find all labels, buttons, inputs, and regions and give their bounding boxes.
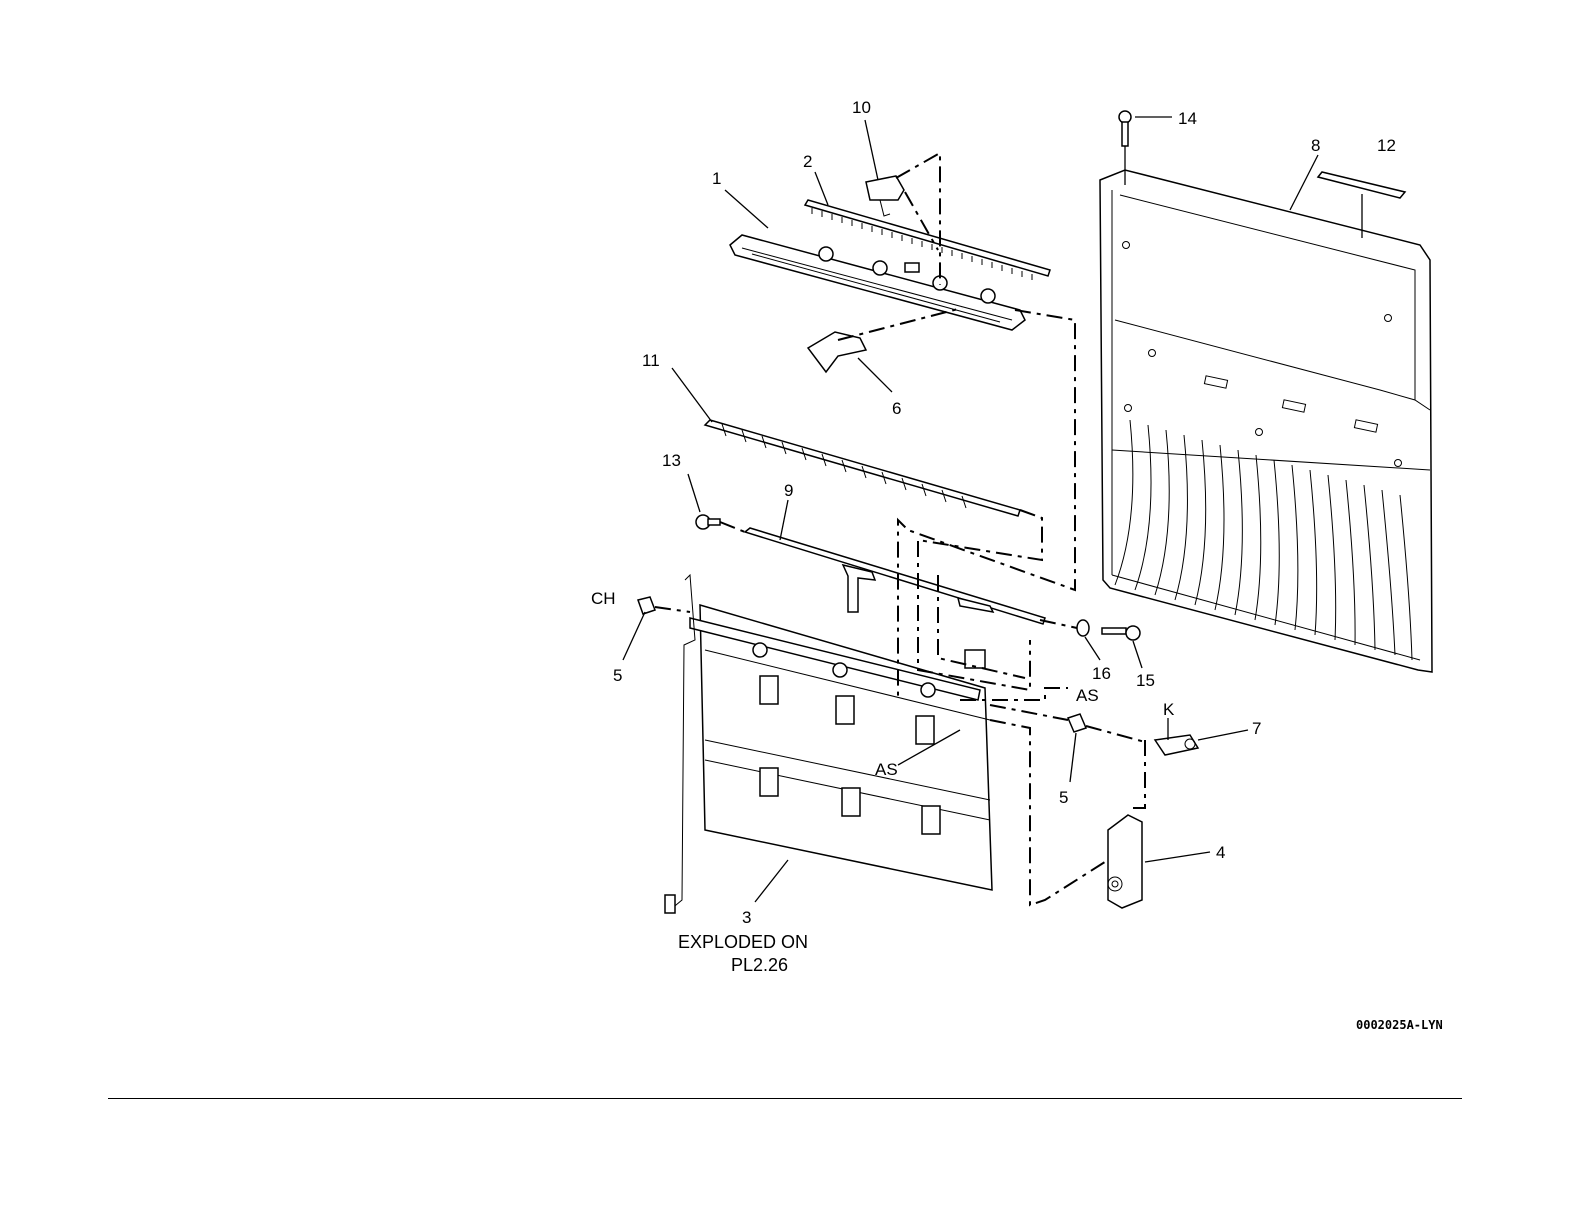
bushing-part-5-right bbox=[990, 705, 1145, 742]
callout-1: 1 bbox=[712, 169, 721, 188]
callout-11: 11 bbox=[642, 351, 660, 370]
callout-14: 14 bbox=[1178, 109, 1197, 128]
exit-roller-shaft-part-11 bbox=[705, 420, 1020, 516]
bracket-part-9 bbox=[745, 528, 1045, 624]
screw-part-13 bbox=[696, 515, 745, 532]
callout-9: 9 bbox=[784, 481, 793, 500]
bushing-part-5-left bbox=[638, 597, 690, 614]
lower-chute-assembly-part-3 bbox=[665, 575, 992, 913]
callout-7: 7 bbox=[1252, 719, 1261, 738]
callout-13: 13 bbox=[662, 451, 681, 470]
callout-5-left: 5 bbox=[613, 666, 622, 685]
marker-k: K bbox=[1163, 700, 1175, 719]
note-line-1: EXPLODED ON bbox=[678, 932, 808, 952]
screw-part-15 bbox=[1102, 626, 1140, 640]
callout-12: 12 bbox=[1377, 136, 1396, 155]
callout-3: 3 bbox=[742, 908, 751, 927]
callout-15: 15 bbox=[1136, 671, 1155, 690]
exploded-note: EXPLODED ON PL2.26 bbox=[678, 932, 808, 975]
note-line-2: PL2.26 bbox=[731, 955, 788, 975]
marker-ch: CH bbox=[591, 589, 616, 608]
rear-cover-panel bbox=[1100, 170, 1432, 672]
callout-8: 8 bbox=[1311, 136, 1320, 155]
callout-5-right: 5 bbox=[1059, 788, 1068, 807]
callout-4: 4 bbox=[1216, 843, 1225, 862]
spring-part-16 bbox=[1040, 620, 1089, 636]
callout-6: 6 bbox=[892, 399, 901, 418]
switch-part-4 bbox=[1108, 815, 1142, 908]
marker-as-upper: AS bbox=[1076, 686, 1099, 705]
marker-as-lower: AS bbox=[875, 760, 898, 779]
callout-2: 2 bbox=[803, 152, 812, 171]
callout-10: 10 bbox=[852, 98, 871, 117]
hinge-part-7 bbox=[1130, 735, 1198, 808]
footer-rule bbox=[108, 1098, 1462, 1099]
actuator-part-6 bbox=[808, 308, 962, 372]
figure-code: 0002025A-LYN bbox=[1356, 1018, 1443, 1032]
callout-16: 16 bbox=[1092, 664, 1111, 683]
